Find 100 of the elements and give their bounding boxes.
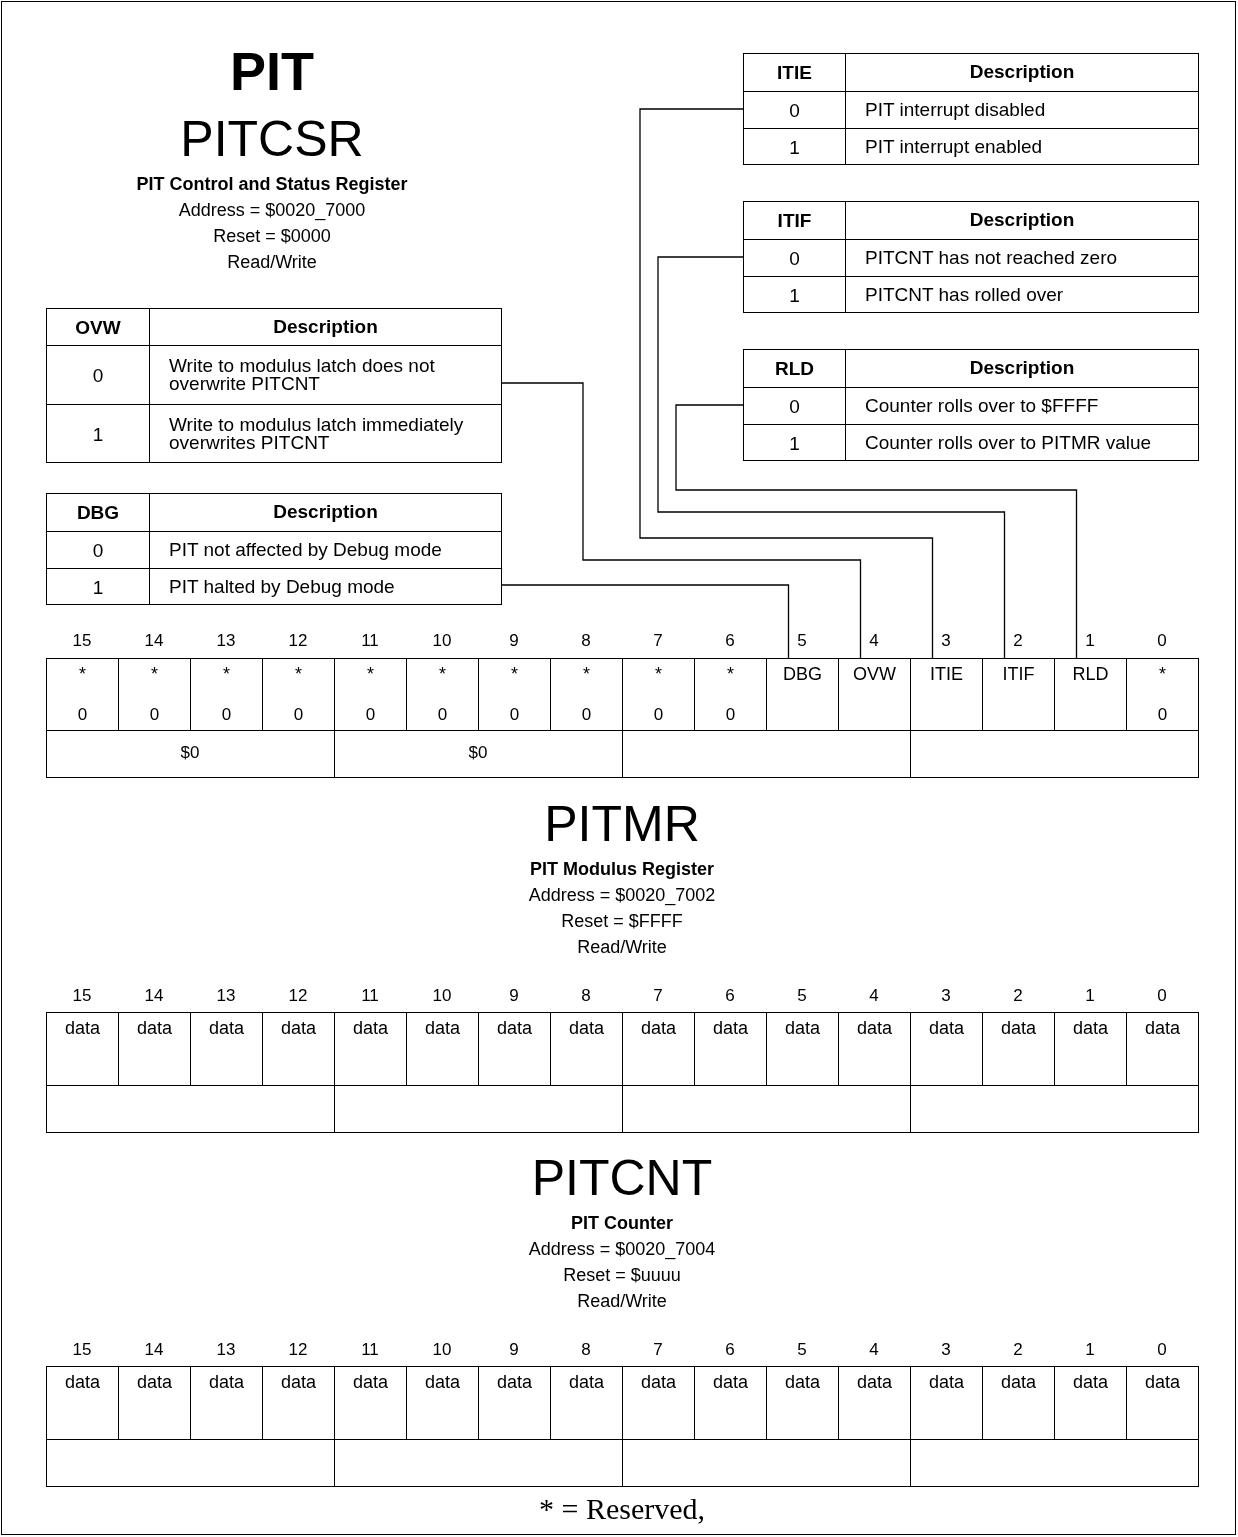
bit-label: * [367,665,374,685]
register-address: Address = $0020_7004 [528,1240,716,1260]
bit-number: 14 [144,632,164,651]
bit-number: 15 [72,987,92,1006]
description-text: Write to modulus latch does not overwrite PITCNT [169,356,436,394]
access-type: Read/Write [227,253,317,273]
column-header: ITIE [777,63,812,82]
bit-label: * [295,665,302,685]
bit-label: data [281,1373,316,1393]
bit-number: 5 [797,632,807,651]
bit-label: data [1145,1019,1180,1039]
bit-label: data [209,1373,244,1393]
bit-label: data [137,1373,172,1393]
bit-number: 2 [1013,987,1023,1006]
bit-value: 1 [92,424,104,444]
column-header: DBG [76,503,120,522]
reset-bit-value: 0 [221,706,232,725]
reset-bit-value: 0 [725,706,736,725]
bit-number: 4 [869,632,879,651]
bit-label: * [151,665,158,685]
column-header: Description [273,503,378,522]
bit-number: 1 [1085,632,1095,651]
bit-label: * [79,665,86,685]
bit-label: data [929,1019,964,1039]
bit-number: 5 [797,1341,807,1360]
bit-label: data [65,1373,100,1393]
bit-label: data [713,1373,748,1393]
access-type: Read/Write [577,1292,667,1312]
bit-label: data [569,1019,604,1039]
description-text: PIT halted by Debug mode [169,577,395,596]
leader-line [657,256,1006,659]
bit-value: 0 [92,540,104,560]
bit-number: 10 [432,632,452,651]
bit-label: data [641,1373,676,1393]
leader-line [675,404,1078,659]
column-header: Description [273,317,378,336]
description-table [46,308,502,463]
bit-label: data [1001,1373,1036,1393]
bit-number: 8 [581,987,591,1006]
reset-bit-value: 0 [365,706,376,725]
bit-number: 2 [1013,632,1023,651]
reset-value: Reset = $uuuu [563,1266,681,1286]
bit-number: 9 [509,1341,519,1360]
reset-value: Reset = $0000 [213,227,331,247]
bit-label: data [785,1373,820,1393]
bit-label: ITIE [930,665,963,685]
bit-number: 9 [509,632,519,651]
bit-number: 1 [1085,987,1095,1006]
bit-number: 2 [1013,1341,1023,1360]
bit-field [46,1012,119,1086]
leader-line [639,108,934,659]
bit-field [46,1366,119,1440]
bit-number: 0 [1157,987,1167,1006]
bit-number: 1 [1085,1341,1095,1360]
bit-number: 12 [288,987,308,1006]
bit-label: data [497,1373,532,1393]
bit-label: data [785,1019,820,1039]
bit-number: 7 [653,987,663,1006]
bit-number: 11 [361,987,379,1006]
bit-value: 0 [92,365,104,385]
bit-label: data [1145,1373,1180,1393]
bit-number: 4 [869,987,879,1006]
bit-number: 15 [72,1341,92,1360]
bit-number: 8 [581,1341,591,1360]
footnote: * = Reserved, [539,1492,705,1525]
bit-value: 1 [789,433,800,453]
bit-label: data [65,1019,100,1039]
bit-label: * [655,665,662,685]
column-header: OVW [75,317,121,337]
bit-label: data [569,1373,604,1393]
bit-value: 0 [789,248,800,268]
bit-label: data [497,1019,532,1039]
bit-field [1126,658,1199,731]
bit-label: data [281,1019,316,1039]
description-table [743,349,1199,461]
bit-number: 13 [216,632,236,651]
description-text: Counter rolls over to $FFFF [865,396,1099,415]
bit-number: 8 [581,632,591,651]
bit-field [46,658,119,731]
register-name: PITCSR [180,112,364,167]
bit-label: data [857,1373,892,1393]
bit-field [1126,1366,1199,1440]
register-address: Address = $0020_7002 [528,886,716,906]
bit-number: 13 [216,1341,236,1360]
reset-bit-value: 0 [293,706,304,725]
bit-number: 3 [941,632,951,651]
bit-number: 14 [144,987,164,1006]
description-table [46,493,502,605]
reset-bit-value: 0 [509,706,520,725]
bit-label: data [209,1019,244,1039]
bit-number: 3 [941,987,951,1006]
bit-number: 6 [725,1341,735,1360]
bit-label: * [1159,665,1166,685]
reset-bit-value: 0 [149,706,160,725]
leader-line [501,382,862,659]
bit-label: * [727,665,734,685]
column-header: Description [969,359,1075,378]
bit-value: 1 [789,137,800,157]
bit-number: 9 [509,987,519,1006]
bit-label: ITIF [1002,665,1035,685]
